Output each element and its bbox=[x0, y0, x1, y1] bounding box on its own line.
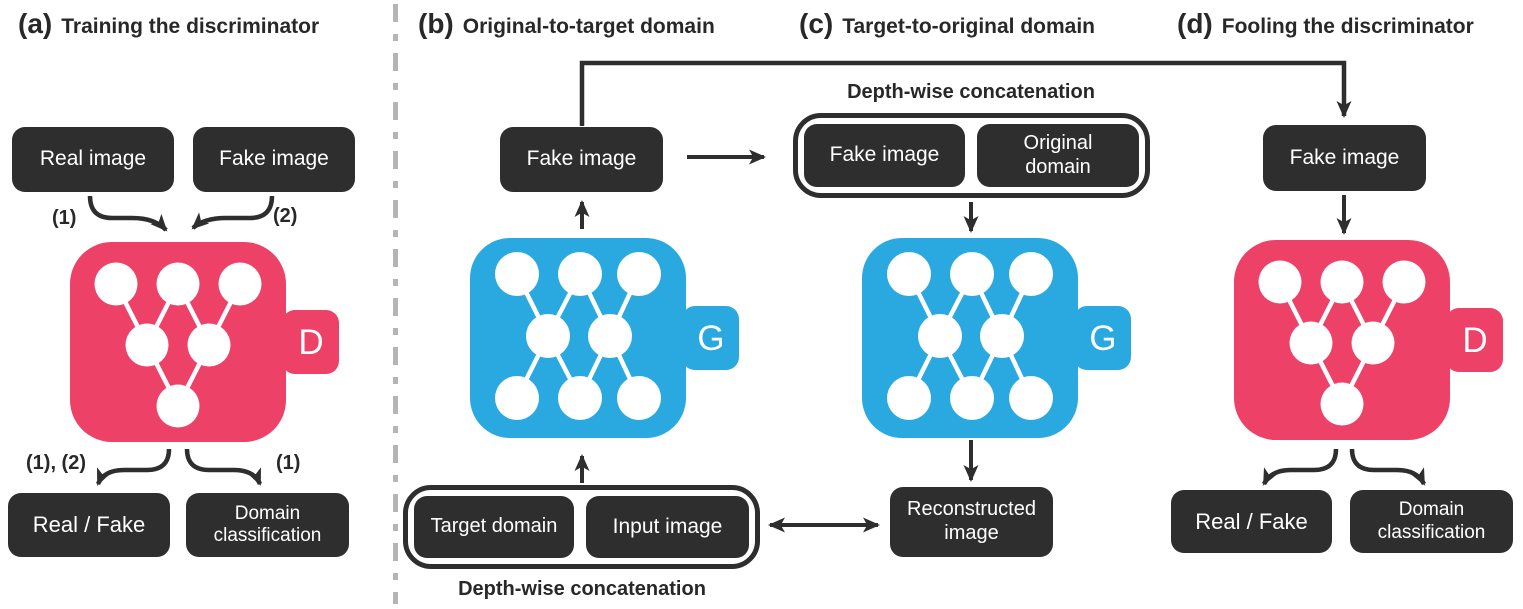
reconstructed-image-box-c: Reconstructed image bbox=[890, 487, 1053, 557]
panel-b-title: (b) Original-to-target domain bbox=[418, 8, 715, 40]
discriminator-network-a: D bbox=[70, 242, 339, 442]
input-image-box-b: Input image bbox=[586, 496, 749, 558]
fake-image-box-a: Fake image bbox=[193, 127, 355, 192]
panel-d-title: (d) Fooling the discriminator bbox=[1177, 8, 1474, 40]
fake-image-box-c: Fake image bbox=[804, 124, 965, 187]
discriminator-tab-a bbox=[282, 310, 339, 374]
generator-tab-c bbox=[1074, 306, 1131, 370]
network-nodes bbox=[94, 262, 262, 428]
d-arrow-discriminator-to-domain-classification bbox=[1349, 448, 1427, 486]
concat-container-b: Target domain Input image bbox=[403, 485, 760, 569]
a-label-out-left: (1), (2) bbox=[26, 452, 86, 474]
panel-c-title: (c) Target-to-original domain bbox=[799, 8, 1095, 40]
original-domain-box-c: Original domain bbox=[977, 124, 1139, 187]
panel-d-tag: (d) bbox=[1177, 8, 1213, 39]
generator-network-c: G bbox=[862, 238, 1131, 438]
a-arrow-discriminator-to-real-fake bbox=[95, 448, 172, 486]
generator-tab-b bbox=[682, 306, 739, 370]
network-nodes bbox=[887, 252, 1053, 420]
panel-c-title-text: Target-to-original domain bbox=[842, 15, 1096, 38]
connector-fake-image-b-to-d bbox=[579, 60, 1352, 126]
discriminator-tab-d bbox=[1446, 308, 1503, 372]
domain-classification-box-a: Domain classification bbox=[186, 493, 349, 557]
a-arrow-fake-to-discriminator bbox=[191, 195, 275, 230]
panel-a-tag: (a) bbox=[18, 8, 53, 39]
original-domain-text: Original domain bbox=[1023, 131, 1093, 178]
concat-label-b: Depth-wise concatenation bbox=[458, 578, 706, 600]
panel-d-title-text: Fooling the discriminator bbox=[1221, 15, 1474, 38]
domain-classification-box-d: Domain classification bbox=[1350, 490, 1513, 553]
d-arrow-discriminator-to-real-fake bbox=[1261, 448, 1339, 486]
network-nodes bbox=[1258, 260, 1426, 426]
discriminator-letter-a: D bbox=[298, 323, 323, 362]
panel-c-tag: (c) bbox=[799, 8, 834, 39]
a-label-out-right: (1) bbox=[276, 452, 301, 474]
real-fake-box-a: Real / Fake bbox=[8, 493, 170, 557]
discriminator-network-d: D bbox=[1234, 240, 1503, 440]
generator-letter-c: G bbox=[1089, 319, 1116, 358]
panel-b-title-text: Original-to-target domain bbox=[462, 15, 715, 38]
panel-b-tag: (b) bbox=[418, 8, 454, 39]
concat-label-c: Depth-wise concatenation bbox=[847, 81, 1095, 103]
target-domain-box-b: Target domain bbox=[414, 496, 574, 558]
panel-a-title-text: Training the discriminator bbox=[61, 15, 320, 38]
fake-image-box-b: Fake image bbox=[500, 127, 663, 192]
generator-letter-b: G bbox=[697, 319, 724, 358]
a-arrow-real-to-discriminator bbox=[87, 195, 168, 232]
panel-divider bbox=[393, 4, 398, 604]
concat-container-c: Fake image Original domain bbox=[793, 113, 1150, 198]
a-arrow-discriminator-to-domain-classification bbox=[184, 448, 263, 486]
panel-a-title: (a) Training the discriminator bbox=[18, 8, 319, 40]
network-nodes bbox=[495, 252, 661, 420]
discriminator-letter-d: D bbox=[1462, 321, 1487, 360]
real-fake-box-d: Real / Fake bbox=[1171, 490, 1332, 553]
fake-image-box-d: Fake image bbox=[1263, 125, 1426, 191]
a-label-1: (1) bbox=[52, 207, 77, 229]
generator-network-b: G bbox=[470, 238, 739, 438]
a-label-2: (2) bbox=[273, 205, 298, 227]
real-image-box-a: Real image bbox=[12, 127, 174, 192]
